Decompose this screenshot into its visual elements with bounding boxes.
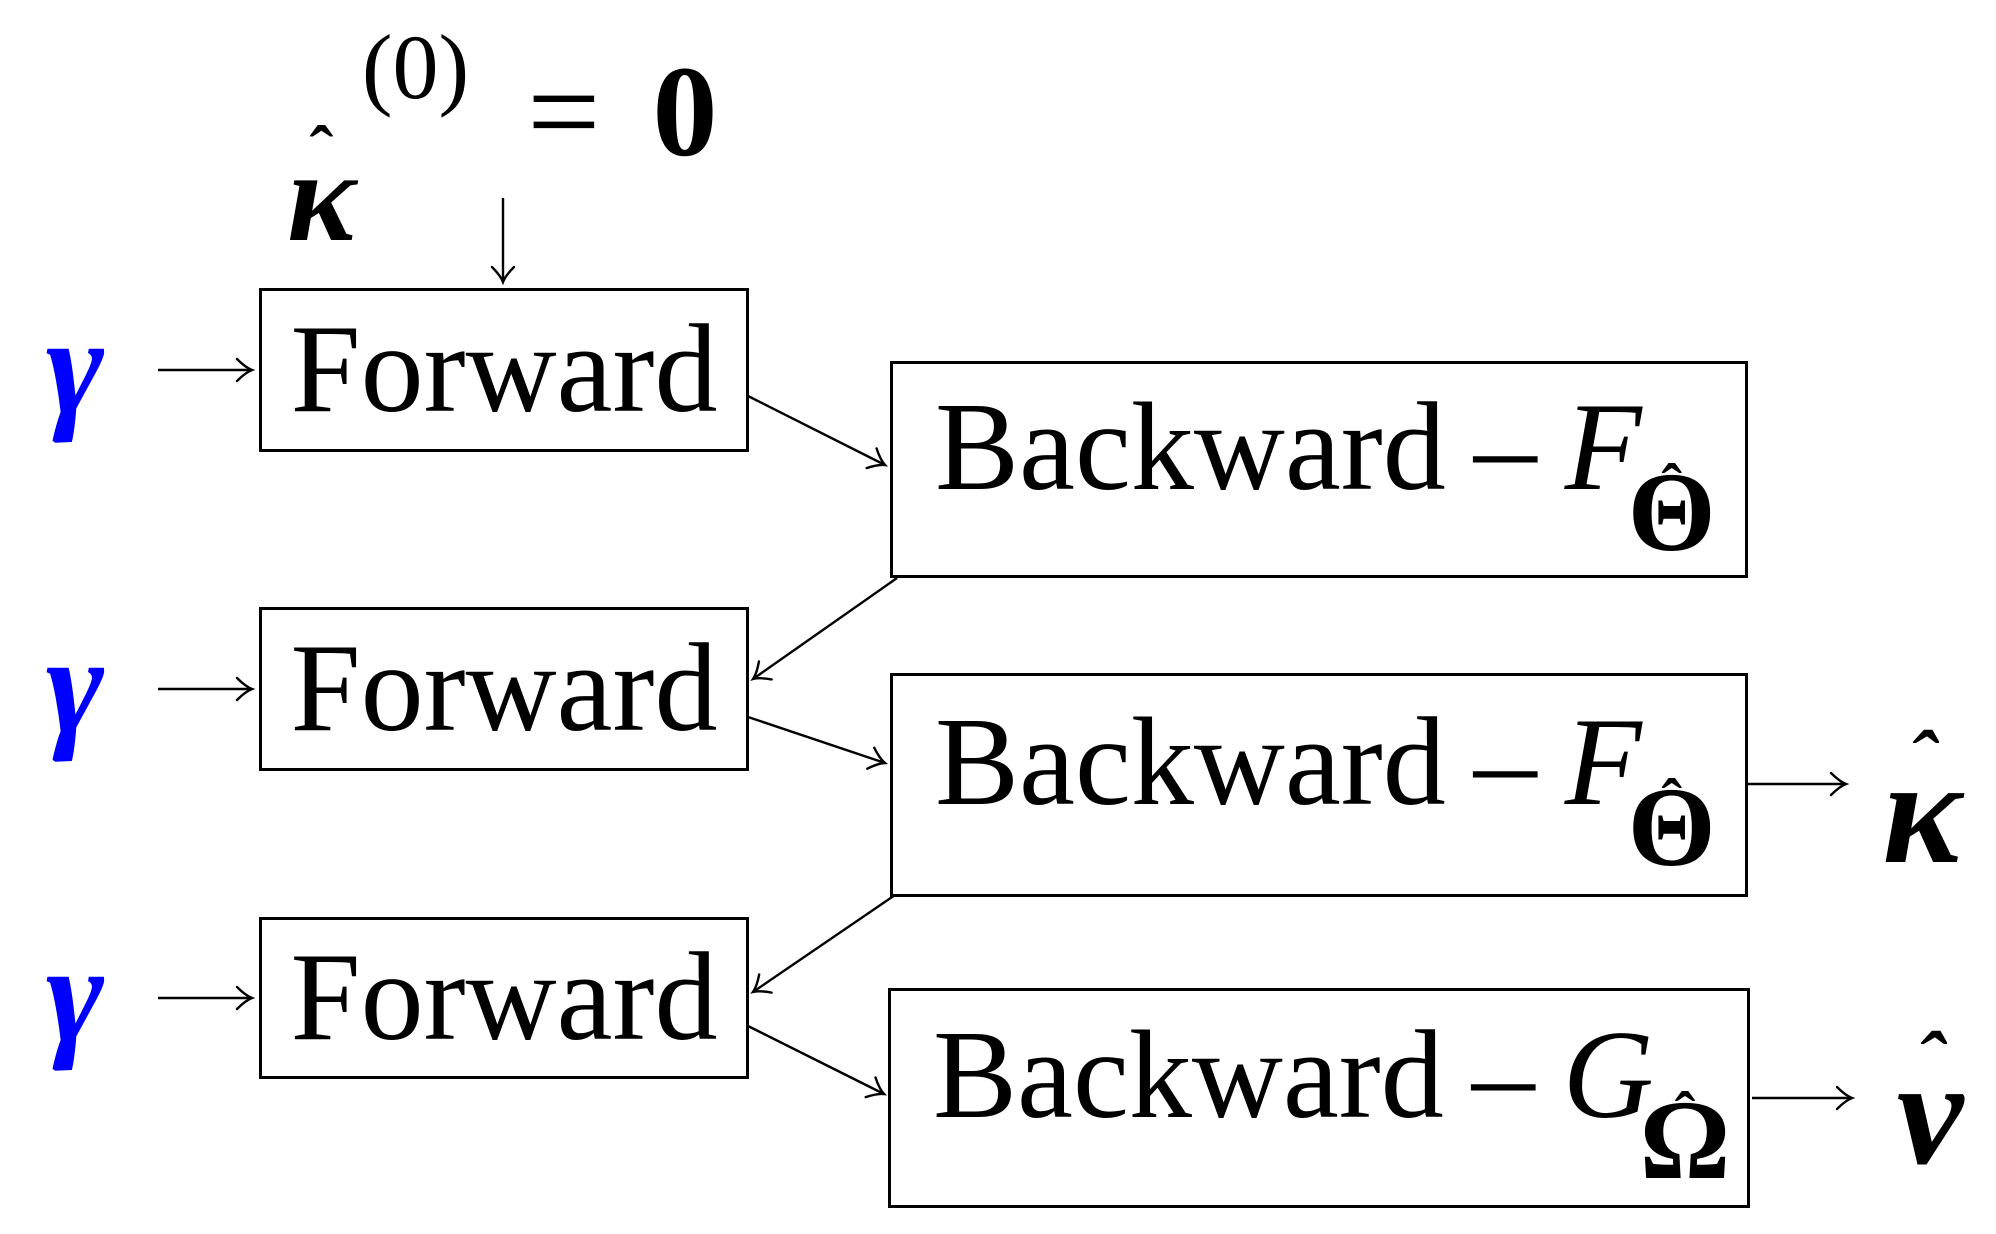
forward-box-2: Forward <box>259 607 749 771</box>
function-symbol-F: F <box>1564 693 1642 832</box>
dash-separator: – <box>1473 377 1537 517</box>
arrow-backward-2-to-forward-3 <box>750 894 896 994</box>
dash-separator: – <box>1471 1006 1535 1145</box>
backward-word: Backward <box>935 693 1446 832</box>
v-output-symbol: v <box>1896 1030 1964 1196</box>
forward-box-1-label: Forward <box>290 300 718 439</box>
kappa-symbol: κ <box>287 125 356 269</box>
input-gamma-3: γ <box>45 917 105 1072</box>
arrow-forward-1-to-backward-1 <box>747 394 889 470</box>
kappa-output-symbol: κ <box>1882 729 1962 895</box>
equals-sign: = <box>527 40 601 184</box>
forward-box-2-label: Forward <box>290 619 718 758</box>
backward-word: Backward <box>935 377 1446 517</box>
input-gamma-1: γ <box>45 289 105 444</box>
function-symbol-F: F <box>1564 377 1642 517</box>
forward-box-3: Forward <box>259 917 749 1079</box>
theta-symbol: Θ <box>1627 449 1716 575</box>
dash-separator: – <box>1473 693 1537 832</box>
omega-symbol: Ω <box>1639 1078 1731 1203</box>
arrow-forward-2-to-backward-2 <box>747 715 889 770</box>
input-gamma-2: γ <box>45 608 105 763</box>
forward-box-3-label: Forward <box>290 928 718 1067</box>
iteration-superscript: (0) <box>361 15 470 118</box>
zero-vector: 0 <box>652 40 718 184</box>
arrow-forward-3-to-backward-3 <box>747 1024 888 1099</box>
arrow-backward-1-to-forward-2 <box>750 577 898 681</box>
forward-box-1: Forward <box>259 288 749 452</box>
theta-symbol: Θ <box>1627 765 1716 890</box>
backward-word: Backward <box>933 1006 1444 1145</box>
function-symbol-G: G <box>1562 1006 1654 1145</box>
